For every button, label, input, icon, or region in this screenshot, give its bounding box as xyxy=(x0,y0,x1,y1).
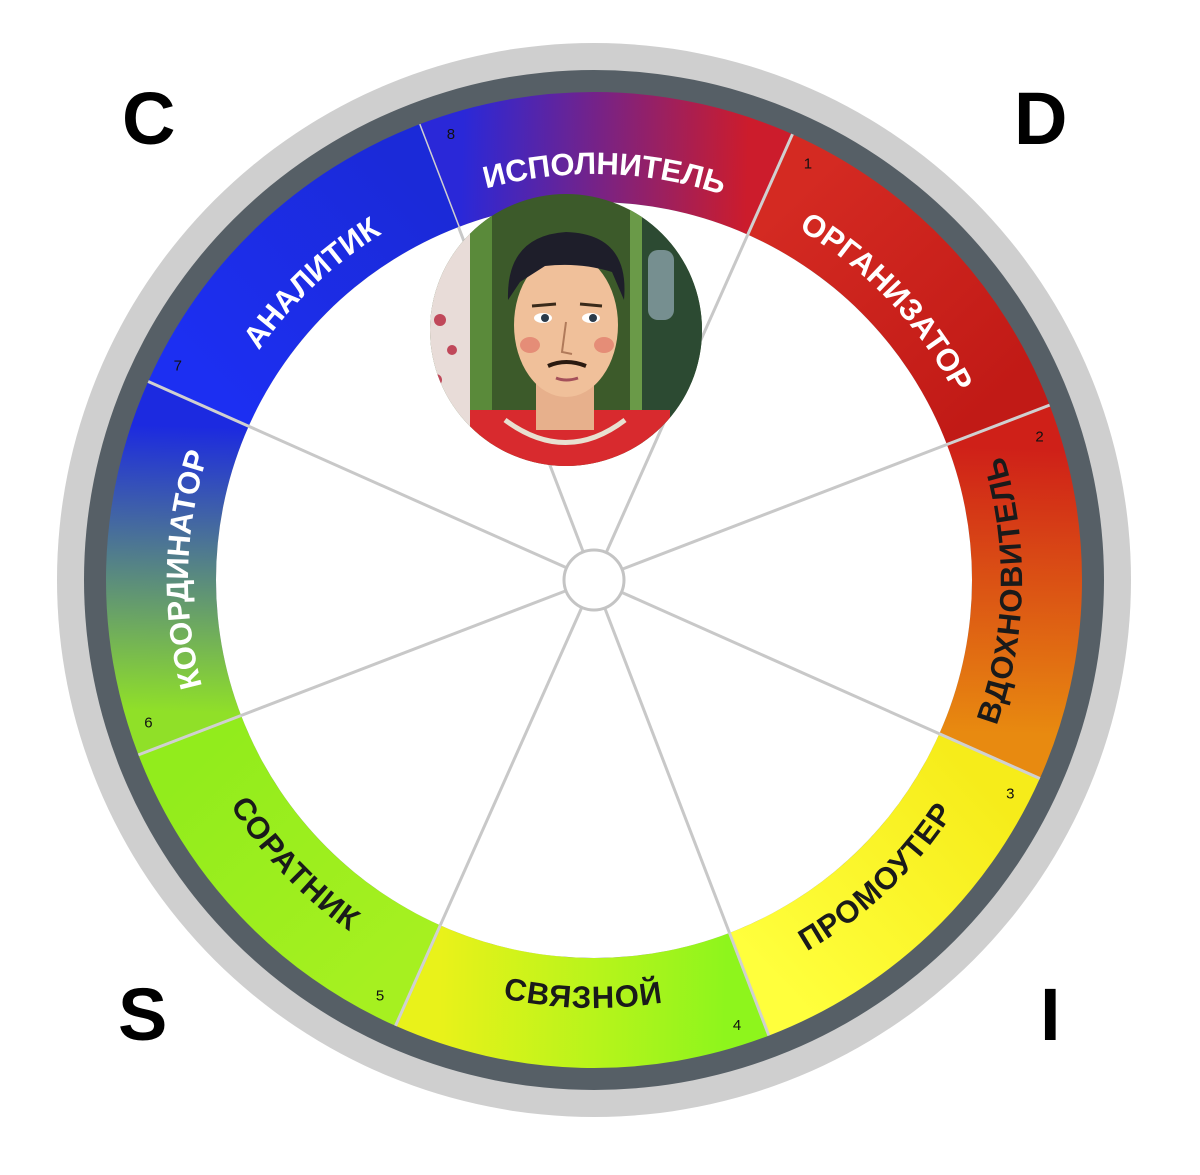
spoke-line xyxy=(248,424,568,570)
segment-number-7: 7 xyxy=(174,358,182,375)
segment-7 xyxy=(148,124,459,427)
corner-label-i: I xyxy=(1040,973,1061,1056)
segment-divider xyxy=(137,714,242,757)
segment-number-6: 6 xyxy=(144,715,152,732)
segment-8 xyxy=(419,92,793,235)
segment-divider xyxy=(147,380,250,428)
segment-divider xyxy=(394,924,442,1027)
segment-divider xyxy=(938,732,1041,780)
segment-divider xyxy=(746,133,794,236)
segments-layer xyxy=(106,92,1082,1068)
spoke-line xyxy=(438,606,584,926)
segment-2 xyxy=(939,405,1082,779)
spoke-line xyxy=(603,607,731,934)
numbers-layer: 8 1 2 3 4 5 6 7 xyxy=(144,126,1044,1034)
segment-4 xyxy=(395,925,769,1068)
segment-number-2: 2 xyxy=(1035,428,1043,445)
segment-divider xyxy=(946,403,1051,446)
segment-5 xyxy=(138,715,441,1026)
corner-label-d: D xyxy=(1014,77,1068,160)
segment-number-1: 1 xyxy=(804,155,812,172)
segment-1 xyxy=(747,134,1050,445)
segment-divider xyxy=(728,932,771,1037)
segment-number-8: 8 xyxy=(447,126,455,143)
corner-label-c: C xyxy=(122,77,176,160)
spoke-line xyxy=(620,590,940,736)
spoke-line xyxy=(240,589,567,717)
segment-6 xyxy=(106,381,249,755)
segment-number-5: 5 xyxy=(376,988,384,1005)
segment-number-3: 3 xyxy=(1006,785,1014,802)
segment-3 xyxy=(729,733,1040,1036)
segment-number-4: 4 xyxy=(733,1017,741,1034)
corner-label-s: S xyxy=(118,973,168,1056)
spoke-line xyxy=(621,443,948,571)
hub-circle xyxy=(562,548,626,612)
